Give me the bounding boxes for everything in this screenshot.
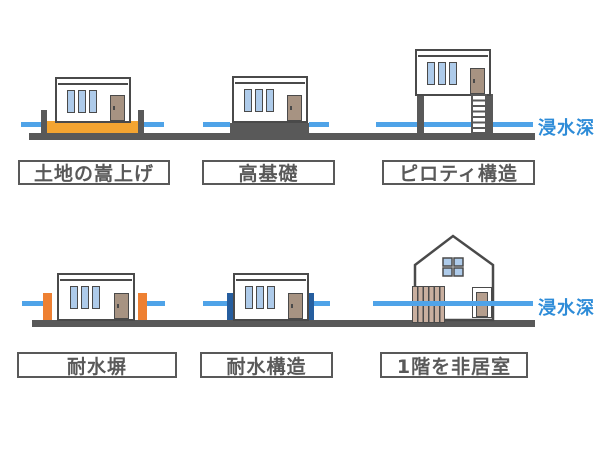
- flood-water-line: [203, 122, 230, 127]
- house-body: [233, 273, 309, 321]
- waterproof-wall-post: [306, 293, 314, 320]
- house-body: [232, 76, 308, 123]
- flood-water-line: [144, 122, 164, 127]
- ladder: [471, 94, 487, 134]
- retaining-post: [41, 110, 47, 134]
- house-door: [288, 293, 303, 319]
- waterproof-wall-post: [227, 293, 235, 320]
- flood-water-line: [376, 122, 533, 127]
- house-window: [266, 89, 274, 112]
- house-door: [110, 95, 125, 121]
- house-window: [67, 90, 75, 113]
- house-window: [245, 286, 253, 309]
- caption-waterproof-structure: 耐水構造: [200, 352, 333, 378]
- caption-high-foundation: 高基礎: [202, 160, 335, 185]
- ground-line: [32, 320, 535, 327]
- high-foundation-block: [230, 123, 309, 133]
- door-knob: [113, 106, 115, 110]
- flood-water-line: [21, 122, 41, 127]
- piloti-pillar: [486, 94, 493, 134]
- house-window: [453, 267, 464, 277]
- house-door: [470, 68, 485, 94]
- door-knob: [290, 106, 292, 110]
- house-window: [89, 90, 97, 113]
- raised-ground-mound: [45, 121, 140, 133]
- flood-water-line: [22, 301, 43, 306]
- house-body: [55, 77, 131, 123]
- house-window: [449, 62, 457, 85]
- flood-depth-label: 浸水深: [538, 298, 595, 319]
- flood-depth-label: 浸水深: [538, 118, 595, 139]
- piloti-pillar: [417, 94, 424, 134]
- roof-line: [235, 82, 305, 84]
- roof-line: [418, 55, 488, 57]
- caption-land-raising: 土地の嵩上げ: [18, 160, 170, 185]
- house-window: [453, 257, 464, 267]
- roof-line: [58, 83, 128, 85]
- waterproof-fence-post: [43, 293, 52, 320]
- house-door: [287, 95, 302, 121]
- flood-water-line: [147, 301, 165, 306]
- house-window: [256, 286, 264, 309]
- house-window: [427, 62, 435, 85]
- door-knob: [291, 304, 293, 308]
- flood-water-line: [314, 301, 330, 306]
- flood-water-line: [309, 122, 329, 127]
- ground-line: [29, 133, 535, 140]
- flood-water-line: [373, 301, 533, 306]
- house-body: [415, 49, 491, 96]
- house-window: [438, 62, 446, 85]
- waterproof-fence-post: [138, 293, 147, 320]
- caption-piloti-structure: ピロティ構造: [382, 160, 535, 185]
- house-window: [442, 257, 453, 267]
- flood-water-line: [203, 301, 227, 306]
- caption-waterproof-fence: 耐水塀: [17, 352, 177, 378]
- roof-line: [236, 279, 306, 281]
- retaining-post: [138, 110, 144, 134]
- house-window: [92, 286, 100, 309]
- door-knob: [473, 79, 475, 83]
- house-window: [78, 90, 86, 113]
- house-window: [244, 89, 252, 112]
- house-window: [267, 286, 275, 309]
- house-window: [70, 286, 78, 309]
- house-window: [255, 89, 263, 112]
- house-door: [114, 293, 129, 319]
- door-knob: [117, 304, 119, 308]
- house-window: [81, 286, 89, 309]
- caption-first-floor-nonliving: 1階を非居室: [380, 352, 528, 378]
- house-window: [442, 267, 453, 277]
- house-body: [57, 273, 135, 321]
- roof-line: [60, 279, 132, 281]
